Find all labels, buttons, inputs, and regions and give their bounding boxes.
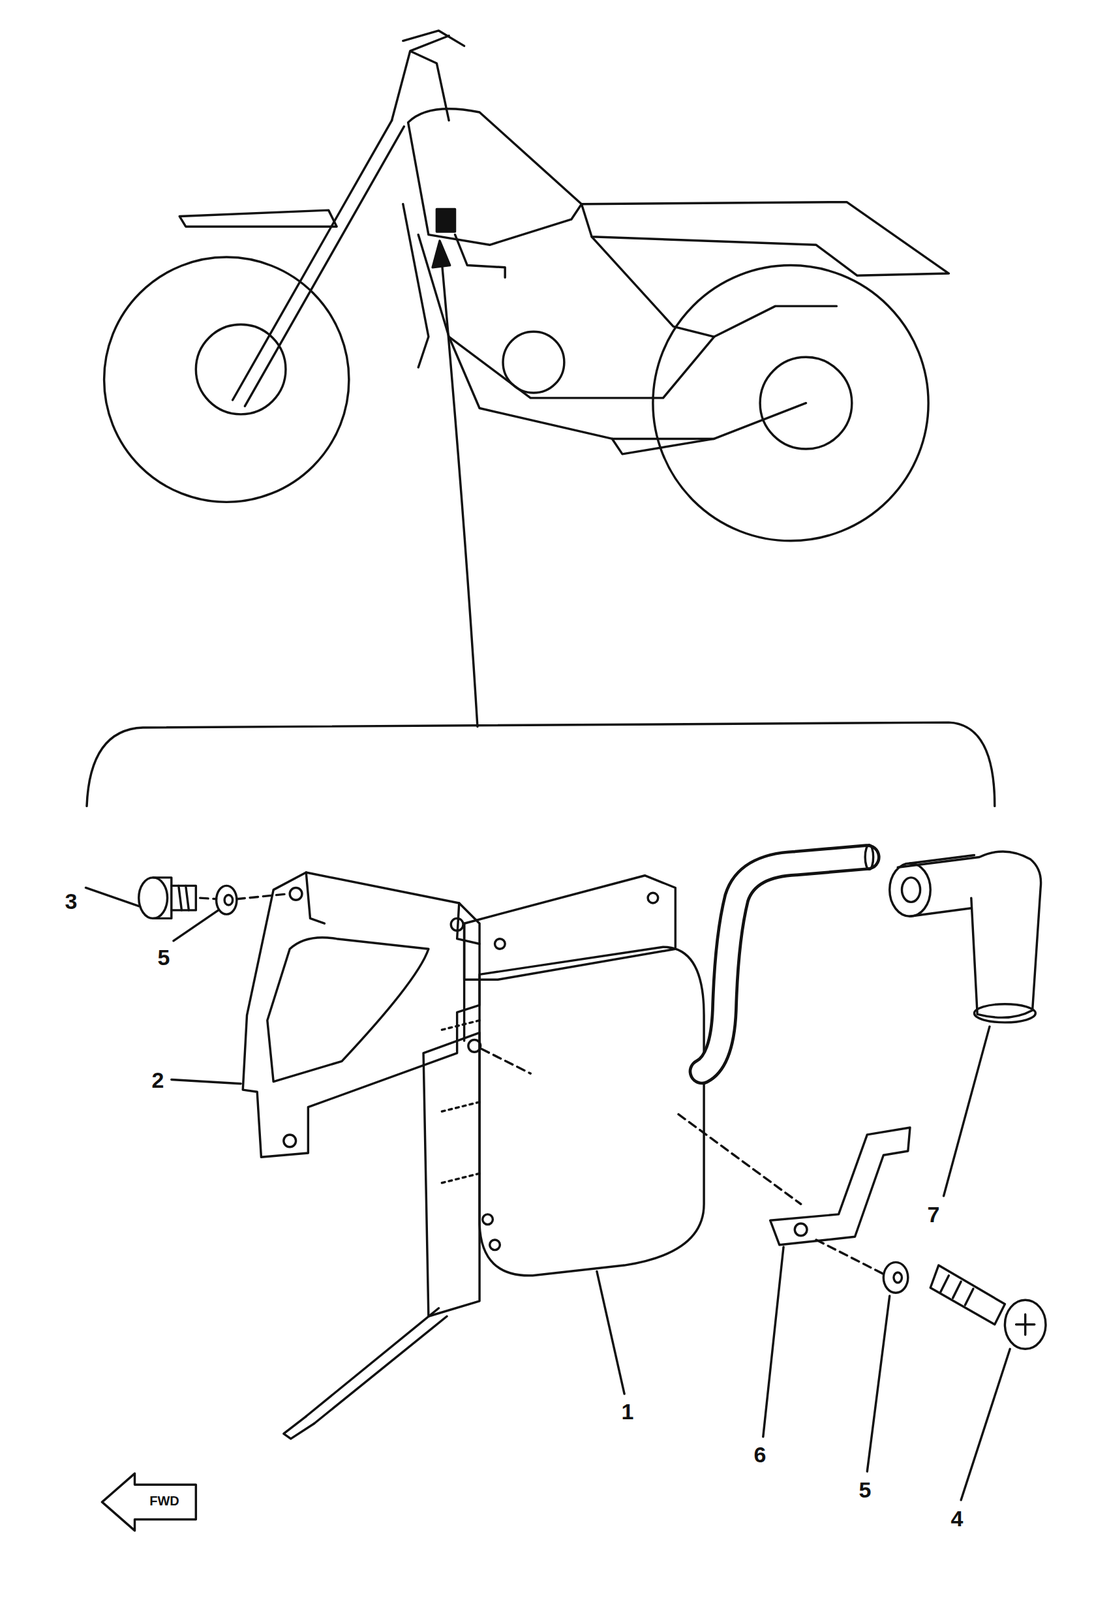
callout-number: 4 bbox=[951, 1506, 964, 1530]
callout-number: 2 bbox=[151, 1068, 165, 1091]
callout-number: 6 bbox=[754, 1443, 767, 1466]
callout-number: 3 bbox=[65, 889, 78, 912]
callout-number: 5 bbox=[157, 945, 171, 969]
callout-number: 5 bbox=[859, 1478, 872, 1501]
callout-number: 7 bbox=[927, 1202, 941, 1226]
direction-label: FWD bbox=[149, 1493, 180, 1507]
callout-number: 1 bbox=[621, 1399, 635, 1423]
